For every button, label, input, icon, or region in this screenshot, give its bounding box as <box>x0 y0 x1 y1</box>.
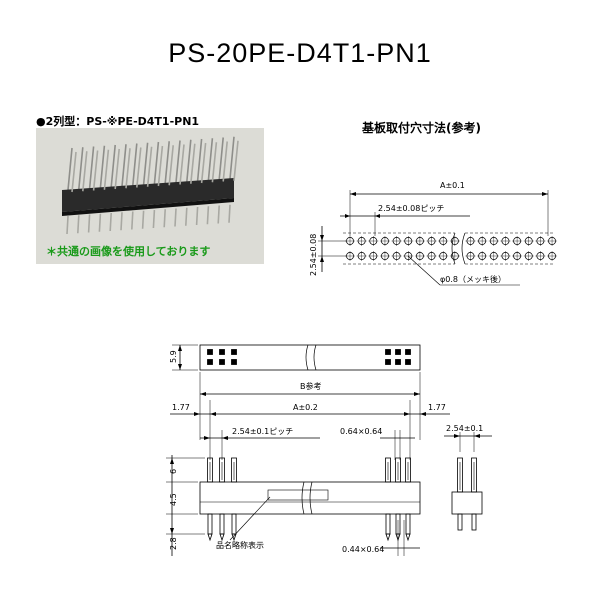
photo-subtitle: ●2列型：PS-※PE-D4T1-PN1 <box>36 115 200 128</box>
pcb-hole-grid <box>345 236 558 261</box>
pcb-layout-heading: 基板取付穴寸法(参考) <box>362 121 481 135</box>
top-view-pin <box>207 359 213 365</box>
marking-area <box>267 489 329 501</box>
marking-label: 品名略称表示 <box>216 540 264 550</box>
pcb-dim-pitch-label: 2.54±0.08ピッチ <box>378 204 444 213</box>
top-view-pin <box>395 359 401 365</box>
page-title: PS-20PE-D4T1-PN1 <box>168 38 432 68</box>
dim-mid-label: 4.5 <box>169 493 178 506</box>
dim-height-label: 5.9 <box>169 350 178 363</box>
top-view-pin <box>231 349 237 355</box>
top-view-pin <box>405 359 411 365</box>
dim-pitch-front-label: 2.54±0.1ピッチ <box>232 427 293 436</box>
dim-pin-square-label: 0.64×0.64 <box>340 427 382 436</box>
top-view-pin <box>385 359 391 365</box>
top-view-pin <box>207 349 213 355</box>
connector-top-view <box>199 344 421 371</box>
photo-note: ＊共通の画像を使用しております <box>46 245 211 258</box>
dim-end-right-label: 1.77 <box>428 403 446 412</box>
side-view-pins <box>457 457 477 531</box>
top-view-pin <box>219 349 225 355</box>
dim-pin-bottom-label: 0.44×0.64 <box>342 545 384 554</box>
pcb-hole-label: φ0.8（メッキ後） <box>440 274 506 284</box>
connector-front-view <box>199 481 421 515</box>
dim-upper-label: 6 <box>169 469 178 474</box>
pcb-dim-row-label: 2.54±0.08 <box>309 234 318 276</box>
top-view-pin <box>395 349 401 355</box>
pcb-dim-a-label: A±0.1 <box>440 181 465 190</box>
marking-leader <box>229 496 271 541</box>
front-view-pins <box>207 457 411 542</box>
side-pitch-label: 2.54±0.1 <box>446 424 483 433</box>
connector-side-view <box>451 491 483 515</box>
dim-b-label: B参考 <box>300 381 322 391</box>
connector-photo-drawing <box>36 128 264 264</box>
top-view-pin-grid <box>207 349 411 365</box>
top-view-pin <box>219 359 225 365</box>
top-view-pin <box>405 349 411 355</box>
top-view-pin <box>231 359 237 365</box>
top-view-pin <box>385 349 391 355</box>
dim-a-label: A±0.2 <box>293 403 318 412</box>
dim-lower-label: 2.8 <box>169 537 178 550</box>
product-photo <box>36 128 264 264</box>
dim-end-left-label: 1.77 <box>172 403 190 412</box>
pcb-hole-leader <box>407 255 441 286</box>
